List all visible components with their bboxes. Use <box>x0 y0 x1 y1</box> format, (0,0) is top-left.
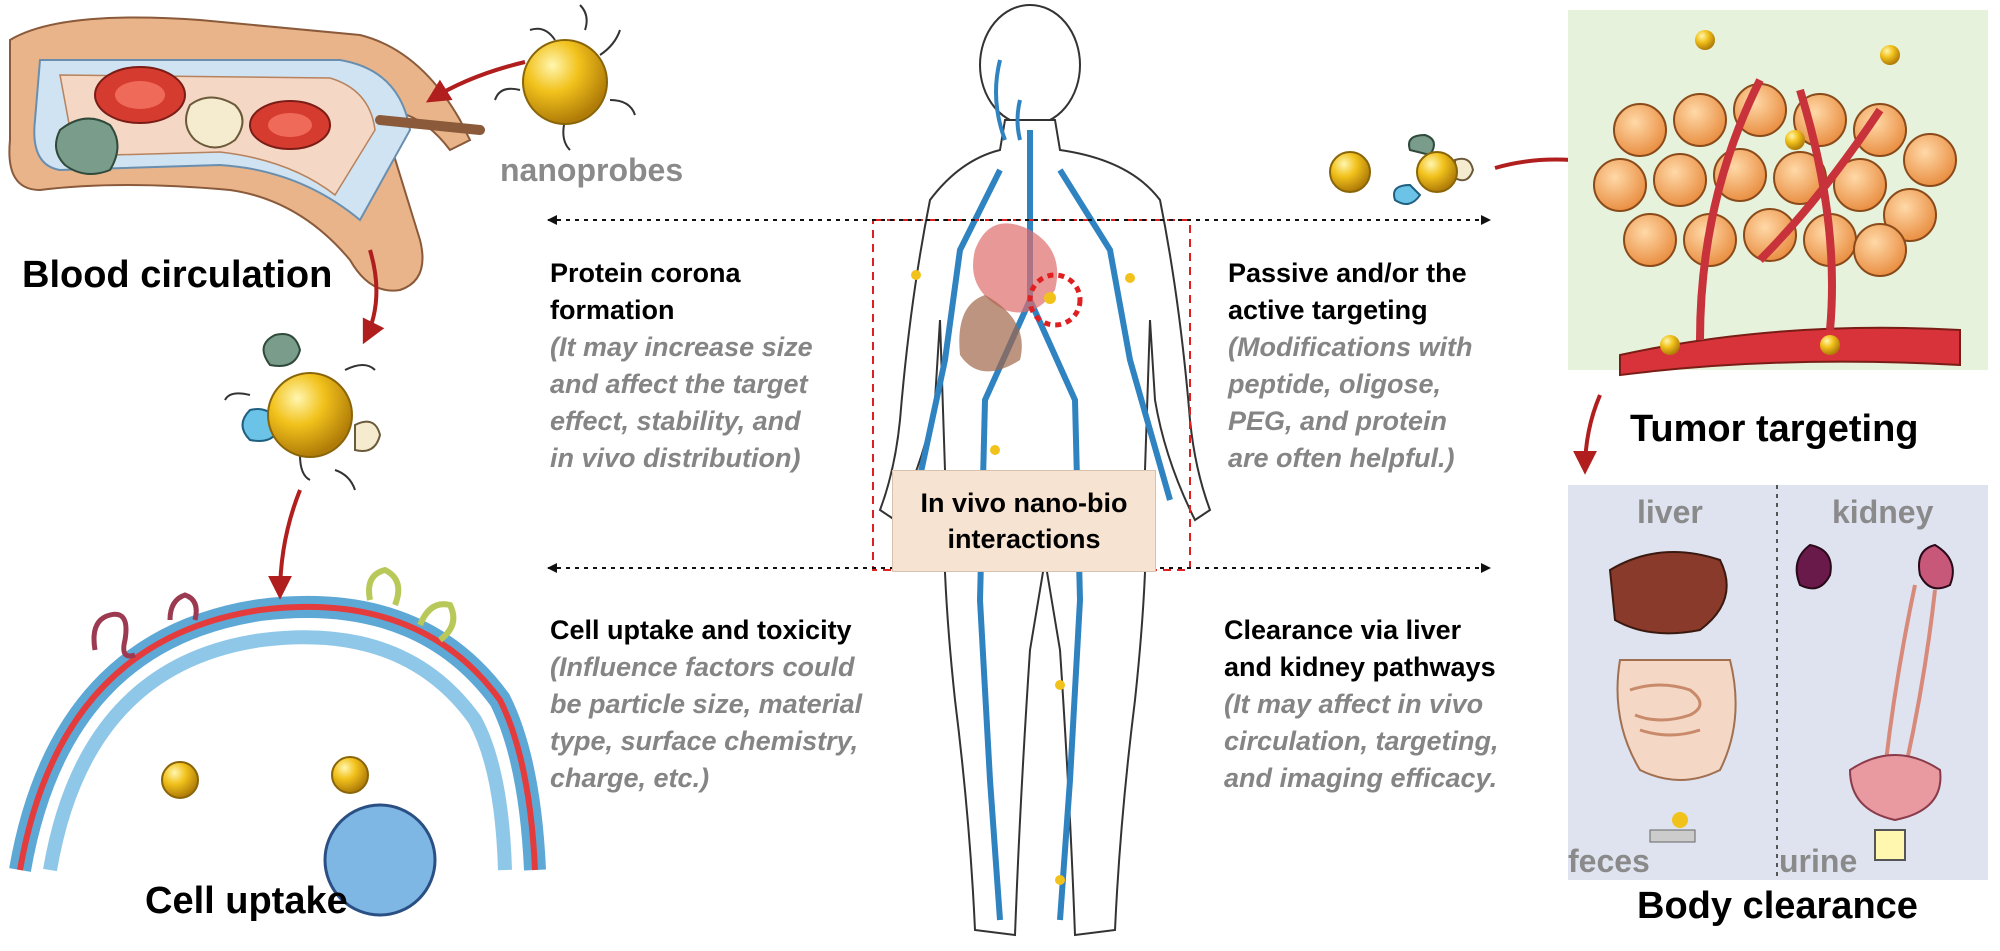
cell-membrane-illustration <box>9 566 546 917</box>
block-note-line: type, surface chemistry, <box>550 726 859 756</box>
block-protein-corona: Protein corona formation (It may increas… <box>550 255 813 477</box>
block-note-line: (It may increase size <box>550 332 813 362</box>
block-title-line: active targeting <box>1228 295 1428 325</box>
block-note-line: circulation, targeting, <box>1224 726 1499 756</box>
block-note-line: peptide, oligose, <box>1228 369 1442 399</box>
block-note-line: and affect the target <box>550 369 808 399</box>
stage-label-blood-circulation: Blood circulation <box>22 254 333 296</box>
block-note-line: (It may affect in vivo <box>1224 689 1484 719</box>
block-note-line: be particle size, material <box>550 689 863 719</box>
clearance-label-feces: feces <box>1568 843 1650 879</box>
stage-label-body-clearance: Body clearance <box>1637 885 1918 927</box>
center-interaction-box: In vivo nano-bio interactions <box>892 470 1156 572</box>
block-title-line: Passive and/or the <box>1228 258 1467 288</box>
arrow-particle-to-cell <box>268 489 302 600</box>
block-title-line: Cell uptake and toxicity <box>550 615 852 645</box>
block-note-line: PEG, and protein <box>1228 406 1448 436</box>
center-box-line: In vivo nano-bio <box>920 488 1128 518</box>
stage-label-cell-uptake: Cell uptake <box>145 880 348 922</box>
block-note-line: charge, etc.) <box>550 763 710 793</box>
arrow-nanoprobe-to-vessel <box>425 60 526 103</box>
protein-coated-nanoparticle-left <box>224 333 382 491</box>
clearance-panel <box>1568 485 1988 880</box>
block-note-line: are often helpful.) <box>1228 443 1455 473</box>
center-box-line: interactions <box>947 524 1101 554</box>
clearance-label-urine: urine <box>1779 843 1858 879</box>
block-clearance: Clearance via liver and kidney pathways … <box>1224 612 1499 797</box>
block-title-line: formation <box>550 295 675 325</box>
stage-label-tumor-targeting: Tumor targeting <box>1630 408 1919 450</box>
block-title-line: Clearance via liver <box>1224 615 1462 645</box>
block-passive-targeting: Passive and/or the active targeting (Mod… <box>1228 255 1472 477</box>
block-title-line: Protein corona <box>550 258 741 288</box>
block-note-line: and imaging efficacy. <box>1224 763 1498 793</box>
block-note-line: effect, stability, and <box>550 406 801 436</box>
block-title-line: and kidney pathways <box>1224 652 1496 682</box>
tumor-panel <box>1568 10 1988 377</box>
block-note-line: (Influence factors could <box>550 652 855 682</box>
block-cell-uptake-toxicity: Cell uptake and toxicity (Influence fact… <box>550 612 862 797</box>
blood-vessel-illustration <box>8 16 485 292</box>
clearance-label-kidney: kidney <box>1832 494 1934 530</box>
nanoparticle-coated-right <box>1393 133 1475 205</box>
block-note-line: in vivo distribution) <box>550 443 801 473</box>
nanoparticle-bare <box>1329 151 1371 193</box>
block-note-line: (Modifications with <box>1228 332 1473 362</box>
arrow-tumor-to-clearance <box>1573 394 1602 475</box>
nanoprobes-label: nanoprobes <box>500 152 684 188</box>
arrow-vessel-to-particle <box>362 249 385 345</box>
clearance-label-liver: liver <box>1637 494 1703 530</box>
nanoprobe-top <box>494 4 636 151</box>
